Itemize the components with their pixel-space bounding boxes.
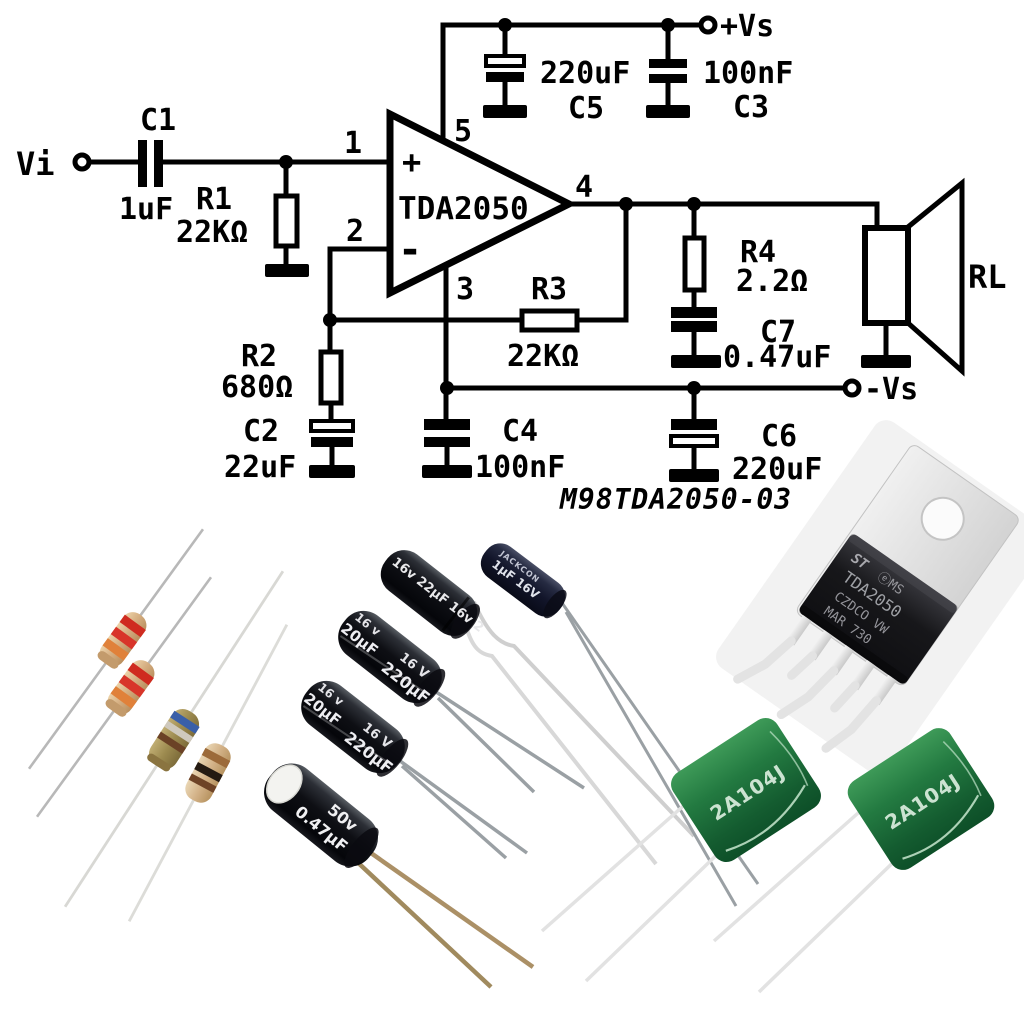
- ic-plus-label: +: [402, 143, 421, 181]
- c5-value-label: 220uF: [540, 56, 630, 91]
- ic-part-label: TDA2050: [398, 191, 529, 227]
- c7-value-label: 0.47uF: [723, 340, 831, 375]
- vpos-terminal: [698, 15, 718, 35]
- c4-symbol: [424, 419, 470, 447]
- circuit-schematic: Vi C1 1uF R1 22KΩ 1 2 5 4 3 + - TDA2050 …: [16, 9, 1007, 516]
- c2-ref-label: C2: [243, 414, 279, 449]
- pin4-label: 4: [575, 170, 593, 205]
- vneg-label: -Vs: [864, 372, 918, 407]
- vneg-terminal: [842, 378, 862, 398]
- r1-ref-label: R1: [196, 182, 232, 217]
- r2-ref-label: R2: [241, 339, 277, 374]
- vi-label: Vi: [16, 145, 55, 183]
- speaker-symbol: [862, 177, 965, 377]
- rl-label: RL: [968, 258, 1007, 296]
- c3-value-label: 100nF: [703, 56, 793, 91]
- resistor-symbols: [273, 193, 707, 406]
- c6-value-label: 220uF: [732, 452, 822, 487]
- r4-value-label: 2.2Ω: [736, 264, 808, 299]
- c1-symbol: [138, 140, 163, 187]
- c7-ref-label: C7: [760, 315, 796, 350]
- ground-bars: [265, 105, 911, 482]
- r3-symbol: [519, 308, 580, 333]
- photo-film-cap-a: 2A104J: [671, 717, 821, 863]
- photo-resistor-22k-1: [27, 528, 205, 770]
- r1-symbol: [273, 193, 300, 249]
- photo-cap-047uf: 50v 0.47µF: [264, 763, 379, 868]
- c6-symbol: [669, 419, 719, 448]
- chip-pins: [733, 615, 897, 753]
- r2-value-label: 680Ω: [221, 370, 293, 405]
- photo-cap-1uf: JACKCON 1µF 16V: [480, 543, 567, 619]
- ic-minus-label: -: [398, 227, 422, 273]
- pin3-label: 3: [456, 272, 474, 307]
- vpos-label: +Vs: [720, 9, 774, 44]
- chip-mounting-hole: [920, 496, 965, 541]
- c4-value-label: 100nF: [475, 450, 565, 485]
- photo-chip-tda2050: ST ⓔMS TDA2050 CZDCO VW MAR 730: [733, 445, 1019, 753]
- photo-resistor-22k-2: [35, 576, 213, 818]
- watermark-label: M98TDA2050-03: [559, 483, 792, 516]
- c6-ref-label: C6: [761, 419, 797, 454]
- r4-symbol: [682, 235, 707, 293]
- c3-ref-label: C3: [733, 90, 769, 125]
- c2-symbol: [309, 419, 355, 447]
- r1-value-label: 22KΩ: [176, 215, 248, 250]
- c5-symbol: [484, 54, 526, 82]
- schematic-labels: Vi C1 1uF R1 22KΩ 1 2 5 4 3 + - TDA2050 …: [16, 9, 1007, 516]
- c1-value-label: 1uF: [119, 192, 173, 227]
- photo-cap-220uf-b: 16 v 20µF 16 V 220µF: [300, 680, 409, 777]
- photo-resistor-680: [63, 570, 285, 908]
- r2-symbol: [318, 349, 344, 406]
- r4-ref-label: R4: [740, 235, 776, 270]
- c1-ref-label: C1: [140, 103, 176, 138]
- pin1-label: 1: [344, 126, 362, 161]
- c5-ref-label: C5: [568, 91, 604, 126]
- photo-film-cap-b: 2A104J: [847, 728, 995, 870]
- pin5-label: 5: [454, 114, 472, 149]
- photo-resistor-brown: [127, 624, 289, 922]
- film-cap-leads: [540, 798, 908, 994]
- junction-dots: [279, 18, 701, 395]
- c3-symbol: [649, 59, 687, 83]
- vi-terminal: [72, 152, 92, 172]
- c2-value-label: 22uF: [224, 450, 296, 485]
- c4-ref-label: C4: [502, 414, 538, 449]
- terminals: [72, 15, 862, 398]
- chip-body: [799, 534, 957, 684]
- r3-value-label: 22KΩ: [507, 339, 579, 374]
- c7-symbol: [671, 307, 717, 332]
- pin2-label: 2: [346, 214, 364, 249]
- ic-triangle: [386, 108, 577, 299]
- component-photos: 16v 22µF 16v 2 JACKCON 1µF 16V 16 v 20µF…: [27, 420, 1024, 994]
- schematic-wires: [89, 22, 889, 471]
- r3-ref-label: R3: [531, 272, 567, 307]
